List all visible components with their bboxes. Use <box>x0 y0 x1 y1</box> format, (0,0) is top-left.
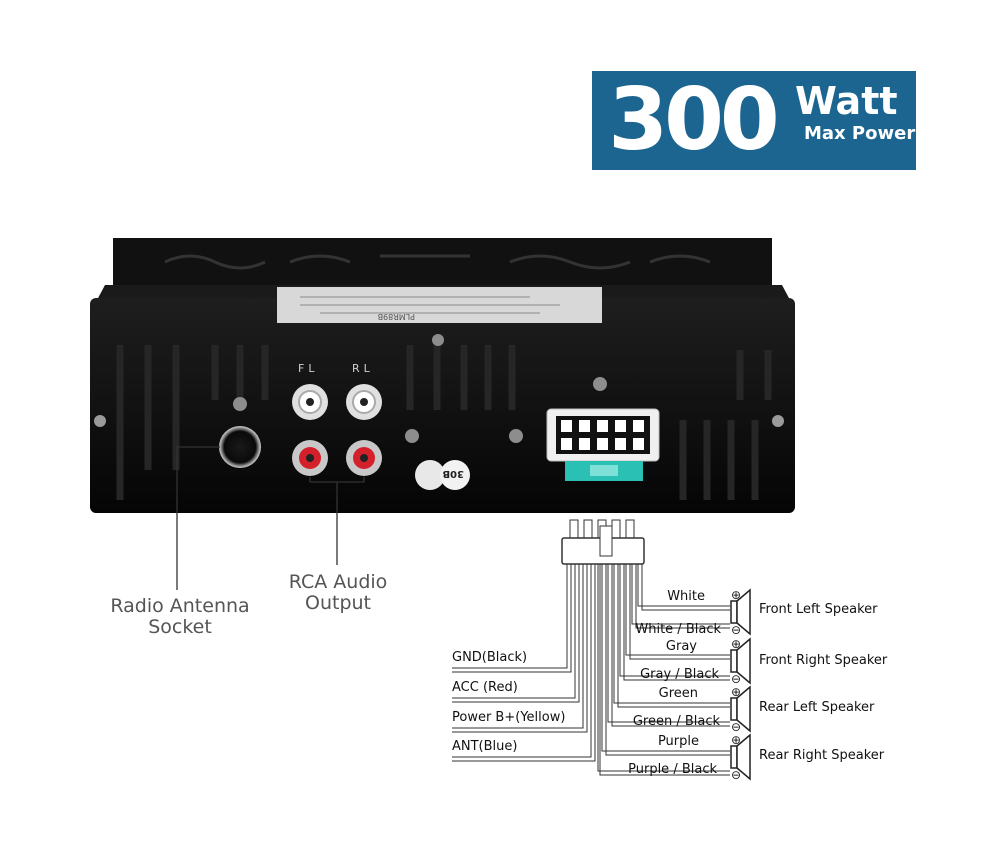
wire-label-battery: Power B+(Yellow) <box>452 710 566 725</box>
badge-number: 300 <box>608 70 780 170</box>
callout-leaders <box>176 446 365 590</box>
wire-label-fr-negative: Gray / Black <box>640 667 719 682</box>
plus-icon: ⊕ <box>731 637 741 651</box>
speaker-name-rear-left: Rear Left Speaker <box>759 700 875 715</box>
sticker-model: PLMR89B <box>378 312 415 321</box>
rca-jack-white-2 <box>346 384 382 420</box>
wire-label-acc: ACC (Red) <box>452 680 518 695</box>
rca-callout-line-1: RCA Audio <box>288 571 388 593</box>
antenna-callout: Radio Antenna Socket <box>100 596 260 638</box>
rca-jack-white-1 <box>292 384 328 420</box>
speaker-name-front-right: Front Right Speaker <box>759 653 888 668</box>
plus-icon: ⊕ <box>731 685 741 699</box>
rca-callout-line-2: Output <box>305 592 371 614</box>
antenna-callout-line-2: Socket <box>148 616 212 638</box>
power-badge: 300 Watt Max Power <box>592 71 916 170</box>
screws <box>94 334 784 443</box>
speaker-icon <box>730 637 751 685</box>
minus-icon: ⊖ <box>731 768 741 782</box>
harness-wires <box>452 564 730 776</box>
wire-label-fr-positive: Gray <box>665 639 697 654</box>
label-sticker: PLMR89B <box>277 287 602 323</box>
fuse-sticker: 30B <box>415 460 470 490</box>
rca-label-fl: FL <box>298 362 318 375</box>
wire-label-rl-negative: Green / Black <box>632 714 720 729</box>
plus-icon: ⊕ <box>731 733 741 747</box>
rca-jacks: FL RL <box>292 362 382 476</box>
speaker-icons <box>730 588 751 781</box>
polarity-marks: ⊕ ⊖ ⊕ ⊖ ⊕ ⊖ ⊕ ⊖ <box>731 588 741 782</box>
speaker-icon <box>730 588 751 636</box>
rca-jack-red-2 <box>346 440 382 476</box>
speaker-icon <box>730 685 751 733</box>
wire-label-antenna: ANT(Blue) <box>452 739 518 754</box>
wire-label-fl-positive: White <box>667 589 705 604</box>
harness-plug <box>561 519 645 565</box>
rca-callout: RCA Audio Output <box>270 572 406 614</box>
rca-label-rl: RL <box>352 362 374 375</box>
minus-icon: ⊖ <box>731 672 741 686</box>
wire-label-rr-negative: Purple / Black <box>628 762 717 777</box>
plus-icon: ⊕ <box>731 588 741 602</box>
vent-ribs <box>116 345 772 500</box>
fuse-tag: 30B <box>442 468 464 479</box>
minus-icon: ⊖ <box>731 720 741 734</box>
wiring-connector <box>546 408 660 481</box>
badge-unit: Watt <box>795 79 898 123</box>
wire-label-rr-positive: Purple <box>657 734 699 749</box>
badge-subtitle: Max Power <box>804 123 916 144</box>
speaker-name-rear-right: Rear Right Speaker <box>759 748 885 763</box>
wire-label-fl-negative: White / Black <box>635 622 721 637</box>
speaker-name-front-left: Front Left Speaker <box>759 602 878 617</box>
rca-jack-red-1 <box>292 440 328 476</box>
antenna-socket <box>219 426 261 468</box>
wire-label-rl-positive: Green <box>658 686 698 701</box>
speaker-icon <box>730 733 751 781</box>
antenna-callout-line-1: Radio Antenna <box>110 595 250 617</box>
wire-label-gnd: GND(Black) <box>452 650 528 665</box>
minus-icon: ⊖ <box>731 623 741 637</box>
